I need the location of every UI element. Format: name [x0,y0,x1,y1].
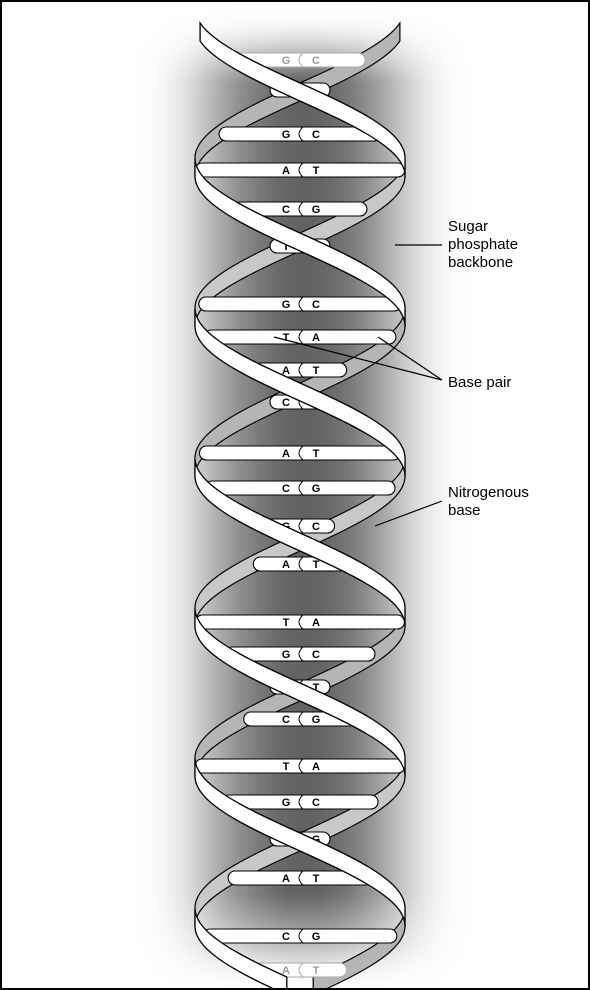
nitrogenous-base-left: C [282,483,290,495]
nitrogenous-base-left: C [282,931,290,943]
sugar-label-line3: backbone [448,254,518,272]
base-pair-bar [219,127,381,141]
nitrogenous-base-left: A [282,559,290,571]
base-pair-bar [205,481,395,495]
nitrogenous-base-left: G [282,299,291,311]
nitrogenous-base-right: T [313,365,320,377]
base-pair-bar [196,615,405,629]
nitrogenous-base-right: A [312,761,320,773]
nitrogenous-base-left: T [283,332,290,344]
nitrogenous-base-left: A [282,165,290,177]
base-pair-bar [195,759,405,773]
nitrogenous-base-right: C [312,797,320,809]
sugar-label-line1: Sugar [448,218,518,236]
nitrogenous-base-right: G [312,931,321,943]
nitrogenous-base-left: C [282,204,290,216]
nitrogenous-label-line1: Nitrogenous [448,484,529,502]
nitrogenous-base-right: T [313,873,320,885]
nitrogenous-base-left: A [282,873,290,885]
nitrogenous-base-right: G [312,483,321,495]
nitrogenous-base-left: C [282,714,290,726]
nitrogenous-base-left: C [282,397,290,409]
base-pair-bar [195,163,405,177]
nitrogenous-base-right: T [313,559,320,571]
nitrogenous-base-right: C [312,55,320,67]
nitrogenous-base-right: G [312,204,321,216]
nitrogenous-base-left: T [283,761,290,773]
nitrogenous-base-left: G [282,797,291,809]
sugar-label-line2: phosphate [448,236,518,254]
nitrogenous-base-right: A [312,332,320,344]
nitrogenous-base-right: T [313,448,320,460]
base-pair-bar [204,330,396,344]
nitrogenous-base-right: A [312,617,320,629]
base-pair-bar [203,929,397,943]
nitrogenous-base-right: C [312,299,320,311]
base-pair-bar [199,297,401,311]
nitrogenous-base-right: C [312,649,320,661]
nitrogenous-base-left: G [282,129,291,141]
nitrogenous-base-right: G [312,714,321,726]
nitrogenous-base-left: A [282,448,290,460]
nitrogenous-base-left: G [282,55,291,67]
nitrogenous-base-right: C [312,129,320,141]
nitrogenous-base-left: G [282,649,291,661]
nitrogenous-base-left: T [283,617,290,629]
nitrogenous-base-right: C [312,521,320,533]
nitrogenous-label-line2: base [448,502,529,520]
nitrogenous-base-label: Nitrogenous base [448,484,529,520]
sugar-phosphate-label: Sugar phosphate backbone [448,218,518,272]
base-pair-bar [199,446,400,460]
base-pair-label: Base pair [448,374,511,392]
nitrogenous-base-right: T [313,965,320,977]
nitrogenous-base-right: T [313,165,320,177]
